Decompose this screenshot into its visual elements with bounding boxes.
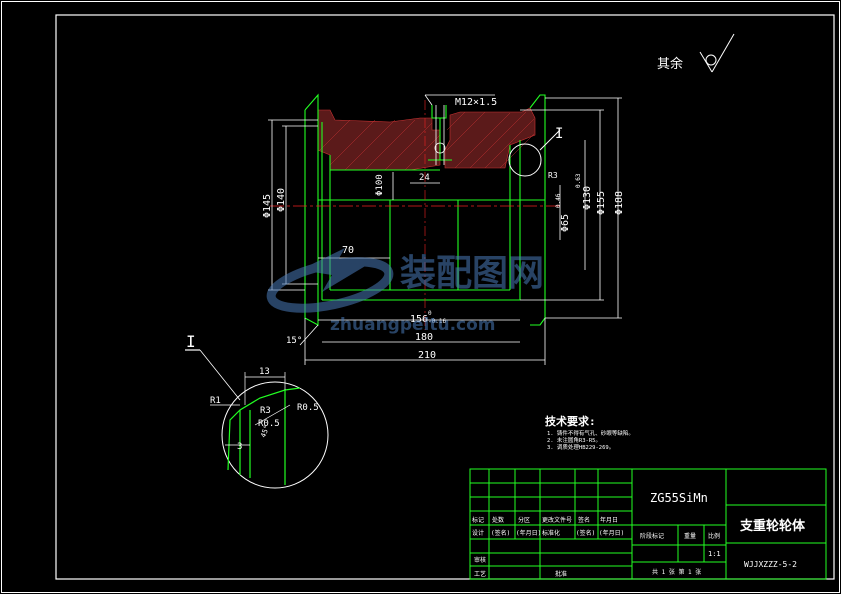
dim-d140: Φ140 (276, 188, 287, 212)
dim-15deg: 15° (286, 336, 302, 346)
detail-dim-r05b: R0.5 (258, 419, 280, 429)
dim-210: 210 (418, 350, 436, 361)
tb-process: 工艺 (474, 570, 486, 578)
tb-stage-header: 重量 (684, 532, 696, 540)
detail-dim-13: 13 (259, 367, 270, 377)
dim-156-tol-lower: -0.16 (428, 318, 446, 325)
dim-d65-tol: 0.46 (555, 193, 562, 208)
tb-row-label: 标记 (472, 516, 484, 524)
watermark-logo-icon (266, 248, 394, 313)
tb-design-cell: (签名) (491, 529, 510, 537)
detail-dim-lines (210, 372, 291, 446)
hatch-lines (319, 111, 535, 171)
detail-title: I (186, 332, 196, 351)
dim-r3-main: R3 (548, 171, 558, 180)
detail-ref-label: I (555, 126, 563, 142)
watermark: 装配图网 zhuangpeitu.com (266, 248, 544, 335)
thread-hole (434, 105, 446, 165)
tb-row-label: 处数 (492, 516, 504, 524)
dimension-texts: Φ145 Φ140 Φ100 24 70 156 0 -0.16 180 210… (262, 97, 625, 361)
dim-d145: Φ145 (262, 194, 273, 218)
detail-view: I 13 R1 R3 R0.5 R0.5 3 45° (185, 332, 329, 489)
detail-marker-circle (508, 143, 542, 177)
detail-circle (221, 381, 329, 489)
finish-note: 其余 (657, 56, 683, 72)
dim-d130: Φ130 (582, 186, 593, 210)
tech-req-item: 1. 铸件不得有气孔、砂眼等缺陷。 (547, 429, 634, 437)
tb-row-label: 分区 (518, 516, 530, 524)
tb-row-label: 更改文件号 (542, 516, 572, 524)
dim-24: 24 (419, 173, 430, 183)
dim-d130-tol: 0.63 (575, 173, 582, 188)
tb-design-cell: (签名) (576, 529, 595, 537)
hatch-right (444, 107, 536, 169)
tech-req-item: 2. 未注圆角R3-R5。 (547, 436, 601, 444)
section-view: I (270, 93, 563, 330)
tech-requirements: 技术要求: 1. 铸件不得有气孔、砂眼等缺陷。 2. 未注圆角R3-R5。 3.… (545, 414, 634, 451)
detail-dim-r3: R3 (260, 406, 271, 416)
dim-d65: Φ65 (560, 214, 571, 232)
title-block-grid (469, 468, 827, 580)
dim-180: 180 (415, 332, 433, 343)
dim-156: 156 (410, 314, 428, 325)
tb-design-cell: (年月日) (599, 529, 624, 537)
detail-profile (227, 387, 301, 485)
tb-stage-header: 比例 (708, 532, 720, 540)
tb-material: ZG55SiMn (650, 491, 708, 505)
dim-d188: Φ188 (614, 191, 625, 215)
hatch-left (317, 109, 441, 171)
tb-part-name: 支重轮轮体 (739, 518, 806, 534)
thread-label: M12×1.5 (455, 97, 497, 108)
tb-review: 审核 (474, 556, 486, 564)
tb-sheets: 共 1 张 第 1 张 (652, 568, 701, 576)
tb-row-label: 签名 (578, 516, 590, 524)
detail-dim-3: 3 (237, 442, 242, 452)
dim-d155: Φ155 (596, 191, 607, 215)
dimension-lines (268, 94, 622, 365)
watermark-brand: 装配图网 (400, 253, 544, 294)
dim-d100: Φ100 (375, 174, 385, 196)
tb-design-cell: (年月日) (516, 529, 541, 537)
detail-dim-r05a: R0.5 (297, 403, 319, 413)
tb-stage-header: 阶段标记 (640, 532, 664, 540)
dim-70: 70 (342, 245, 354, 256)
roughness-symbol-icon (699, 33, 735, 73)
dim-156-tol-upper: 0 (428, 310, 432, 317)
tech-req-item: 3. 调质处理HB229-269。 (547, 443, 614, 451)
watermark-url: zhuangpeitu.com (330, 315, 496, 335)
tb-row-label: 年月日 (600, 516, 618, 524)
tech-req-title: 技术要求: (545, 414, 596, 428)
tb-design-cell: 设计 (472, 529, 484, 537)
detail-dim-45: 45° (259, 424, 271, 439)
tb-scale: 1:1 (708, 550, 721, 558)
detail-leader (539, 129, 561, 151)
tb-design-cell: 标准化 (542, 529, 560, 537)
title-block: ZG55SiMn 支重轮轮体 WJJXZZZ-5-2 标记 处数 分区 更改文件… (469, 468, 827, 580)
tb-approve: 批准 (555, 570, 567, 578)
inner-frame (55, 14, 835, 580)
tb-drawing-no: WJJXZZZ-5-2 (744, 560, 797, 569)
detail-dim-r1: R1 (210, 396, 221, 406)
